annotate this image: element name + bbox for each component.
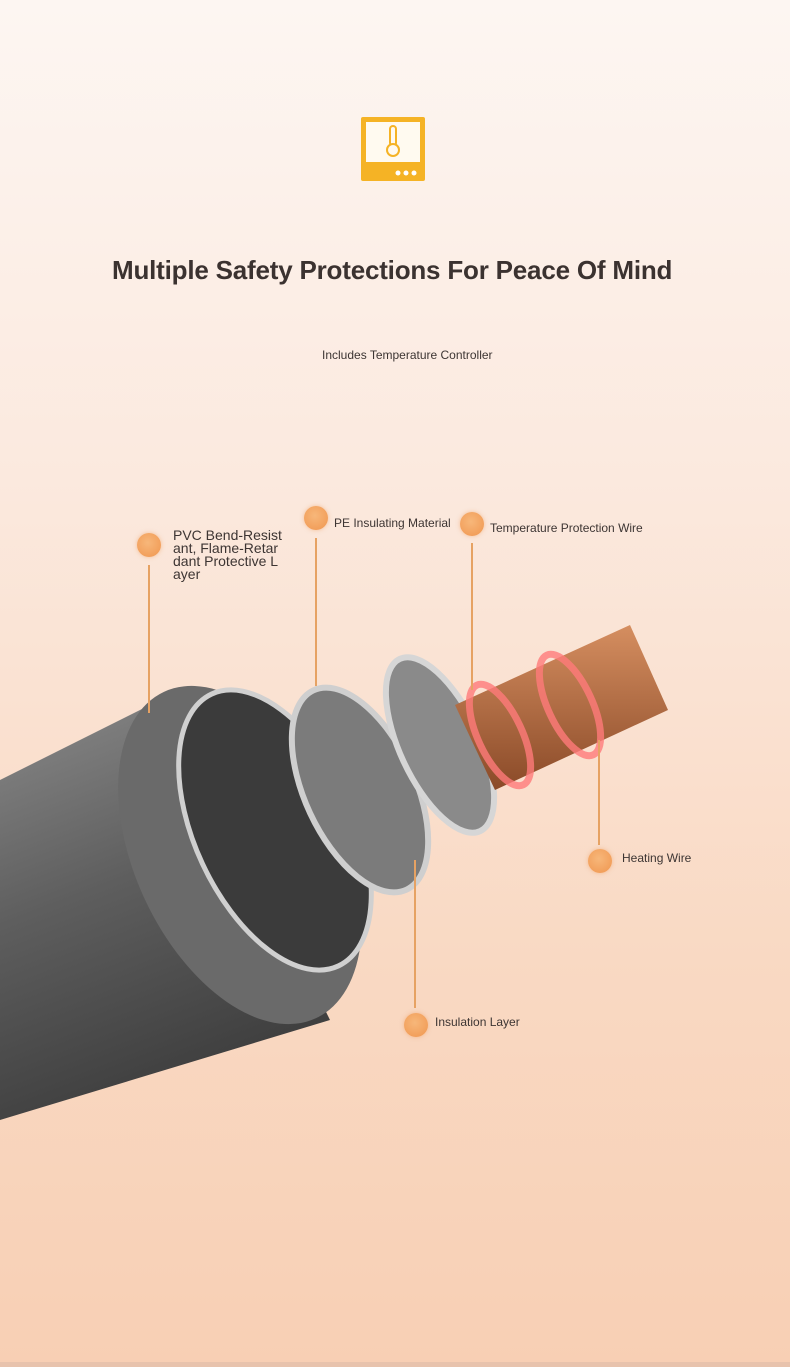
pe-leader-line [315, 538, 317, 686]
pvc-layer-marker [137, 533, 161, 557]
insulation-marker [404, 1013, 428, 1037]
temp-wire-leader-line [471, 543, 473, 690]
pvc-leader-line [148, 565, 150, 713]
pvc-layer-label: PVC Bend-Resist ant, Flame-Retar dant Pr… [173, 527, 282, 582]
pe-marker [304, 506, 328, 530]
pe-label: PE Insulating Material [334, 516, 451, 530]
insulation-leader-line [414, 860, 416, 1008]
bottom-divider [0, 1362, 790, 1367]
insulation-label: Insulation Layer [435, 1015, 520, 1029]
cable-illustration [0, 625, 668, 1120]
thermometer-controller-icon [361, 117, 425, 181]
page-title: Multiple Safety Protections For Peace Of… [112, 255, 673, 285]
heating-leader-line [598, 740, 600, 845]
temp-wire-marker [460, 512, 484, 536]
temp-wire-label: Temperature Protection Wire [490, 521, 643, 535]
subtitle: Includes Temperature Controller [322, 348, 493, 362]
heating-label: Heating Wire [622, 851, 692, 865]
heating-marker [588, 849, 612, 873]
